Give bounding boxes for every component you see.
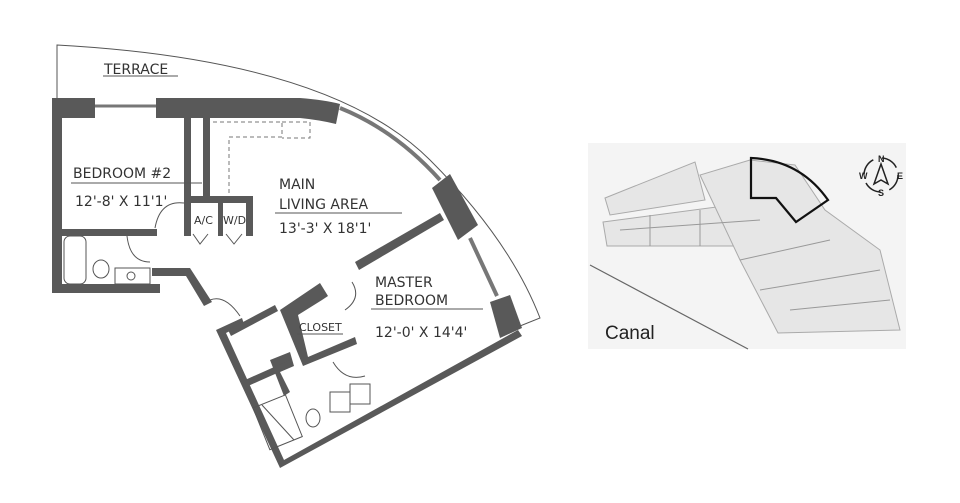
wall: [152, 268, 212, 306]
toilet: [92, 259, 110, 279]
shower: [252, 394, 303, 451]
wall: [52, 98, 95, 118]
master-label-line1: MASTER: [375, 275, 433, 291]
compass-icon: N S E W: [859, 154, 903, 198]
wd-label: W/D: [223, 214, 246, 227]
shower-x: [261, 404, 295, 441]
compass-w: W: [859, 171, 868, 181]
wall: [228, 305, 278, 336]
compass-n: N: [878, 154, 885, 164]
master-dims: 12'-0' X 14'4': [375, 325, 467, 341]
master-label-line2: BEDROOM: [375, 293, 448, 309]
sink-basin: [126, 271, 136, 281]
terrace-label: TERRACE: [103, 62, 168, 78]
wall: [52, 284, 160, 293]
ac-door: [192, 233, 243, 245]
bedroom2-dims: 12'-8' X 11'1': [75, 194, 167, 210]
wall: [52, 98, 62, 293]
door-swing: [126, 202, 241, 317]
bathtub: [63, 235, 87, 285]
wall: [62, 229, 157, 236]
wall: [218, 203, 223, 236]
toilet: [305, 408, 321, 428]
selected-unit-outline: [749, 156, 830, 224]
compass-s: S: [878, 188, 884, 198]
sink: [114, 267, 151, 285]
wall: [355, 213, 444, 270]
bedroom2-label: BEDROOM #2: [73, 166, 171, 182]
wall: [280, 283, 357, 366]
window: [339, 106, 442, 182]
canal-edge: [589, 264, 749, 350]
pillar: [490, 295, 522, 338]
ac-label: A/C: [194, 214, 213, 227]
building-wing: [604, 161, 706, 216]
door-swing: [332, 281, 366, 378]
terrace-outline: [56, 44, 541, 331]
living-dims: 13'-3' X 18'1': [279, 221, 371, 237]
wall: [184, 196, 253, 236]
wall: [245, 360, 293, 386]
closet-label: CLOSET: [299, 321, 342, 334]
kitchen-counter: [213, 121, 311, 196]
canal-label: Canal: [605, 323, 655, 344]
pillar: [432, 174, 478, 240]
wall: [156, 98, 340, 124]
wall: [184, 118, 191, 198]
living-label-line1: MAIN: [279, 177, 315, 193]
living-label-line2: LIVING AREA: [279, 197, 369, 213]
compass-e: E: [897, 171, 903, 181]
window: [468, 237, 499, 297]
wall: [203, 118, 210, 198]
sink: [349, 383, 371, 405]
